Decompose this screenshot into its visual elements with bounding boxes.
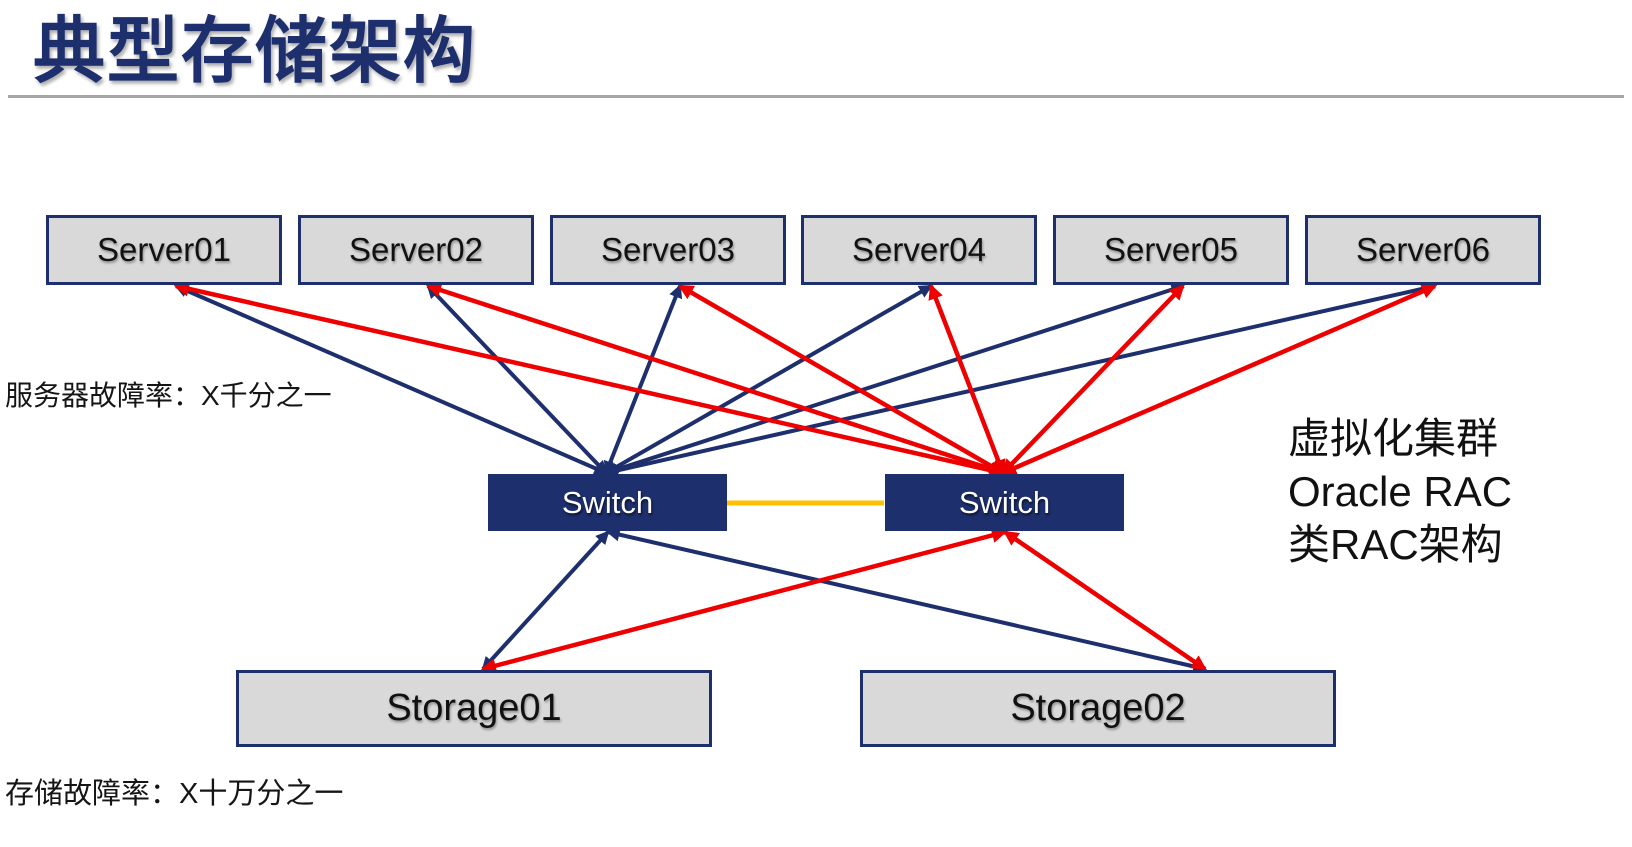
link-server4-switch1 [604,284,933,475]
server-box-4: Server04 [801,215,1037,285]
server-box-3: Server03 [550,215,786,285]
storage-box-1: Storage01 [236,670,712,747]
switch-box-2: Switch [885,474,1124,531]
link-switch2-storage1 [480,527,1008,674]
cluster-note: 虚拟化集群 Oracle RAC 类RAC架构 [1288,412,1512,571]
switch-label-1: Switch [561,484,654,520]
switch-label-2: Switch [958,484,1051,520]
link-switch1-storage1 [481,530,610,671]
server-box-5: Server05 [1053,215,1289,285]
title-divider [8,95,1624,98]
server-box-6: Server06 [1305,215,1541,285]
link-server5-switch1 [604,283,1185,476]
link-server2-switch2 [425,282,1006,477]
link-switch1-storage2 [606,527,1207,674]
cluster-note-line-1: 虚拟化集群 [1288,415,1499,462]
server-label-6: Server06 [1356,231,1490,268]
link-switch2-storage2 [1003,530,1207,671]
storage-failure-rate-label: 存储故障率：X十万分之一 [5,778,344,810]
server-box-1: Server01 [46,215,282,285]
server-label-4: Server04 [852,231,986,268]
server-label-5: Server05 [1104,231,1238,268]
server-label-2: Server02 [349,231,483,268]
link-server5-switch2 [1001,284,1185,475]
link-server4-switch2 [928,283,1006,476]
server-failure-rate-label: 服务器故障率：X千分之一 [5,380,332,411]
switch-box-1: Switch [488,474,727,531]
server-box-2: Server02 [298,215,534,285]
page-title: 典型存储架构 [33,12,478,92]
link-server2-switch1 [426,284,608,475]
storage-label-2: Storage02 [1010,687,1186,729]
link-server3-switch2 [678,284,1005,475]
server-label-3: Server03 [601,231,735,268]
server-label-1: Server01 [97,231,231,268]
cluster-note-line-2: Oracle RAC [1288,468,1513,515]
cluster-note-line-3: 类RAC架构 [1288,521,1503,568]
storage-label-1: Storage01 [386,687,562,729]
link-server3-switch1 [603,284,683,475]
storage-box-2: Storage02 [860,670,1336,747]
